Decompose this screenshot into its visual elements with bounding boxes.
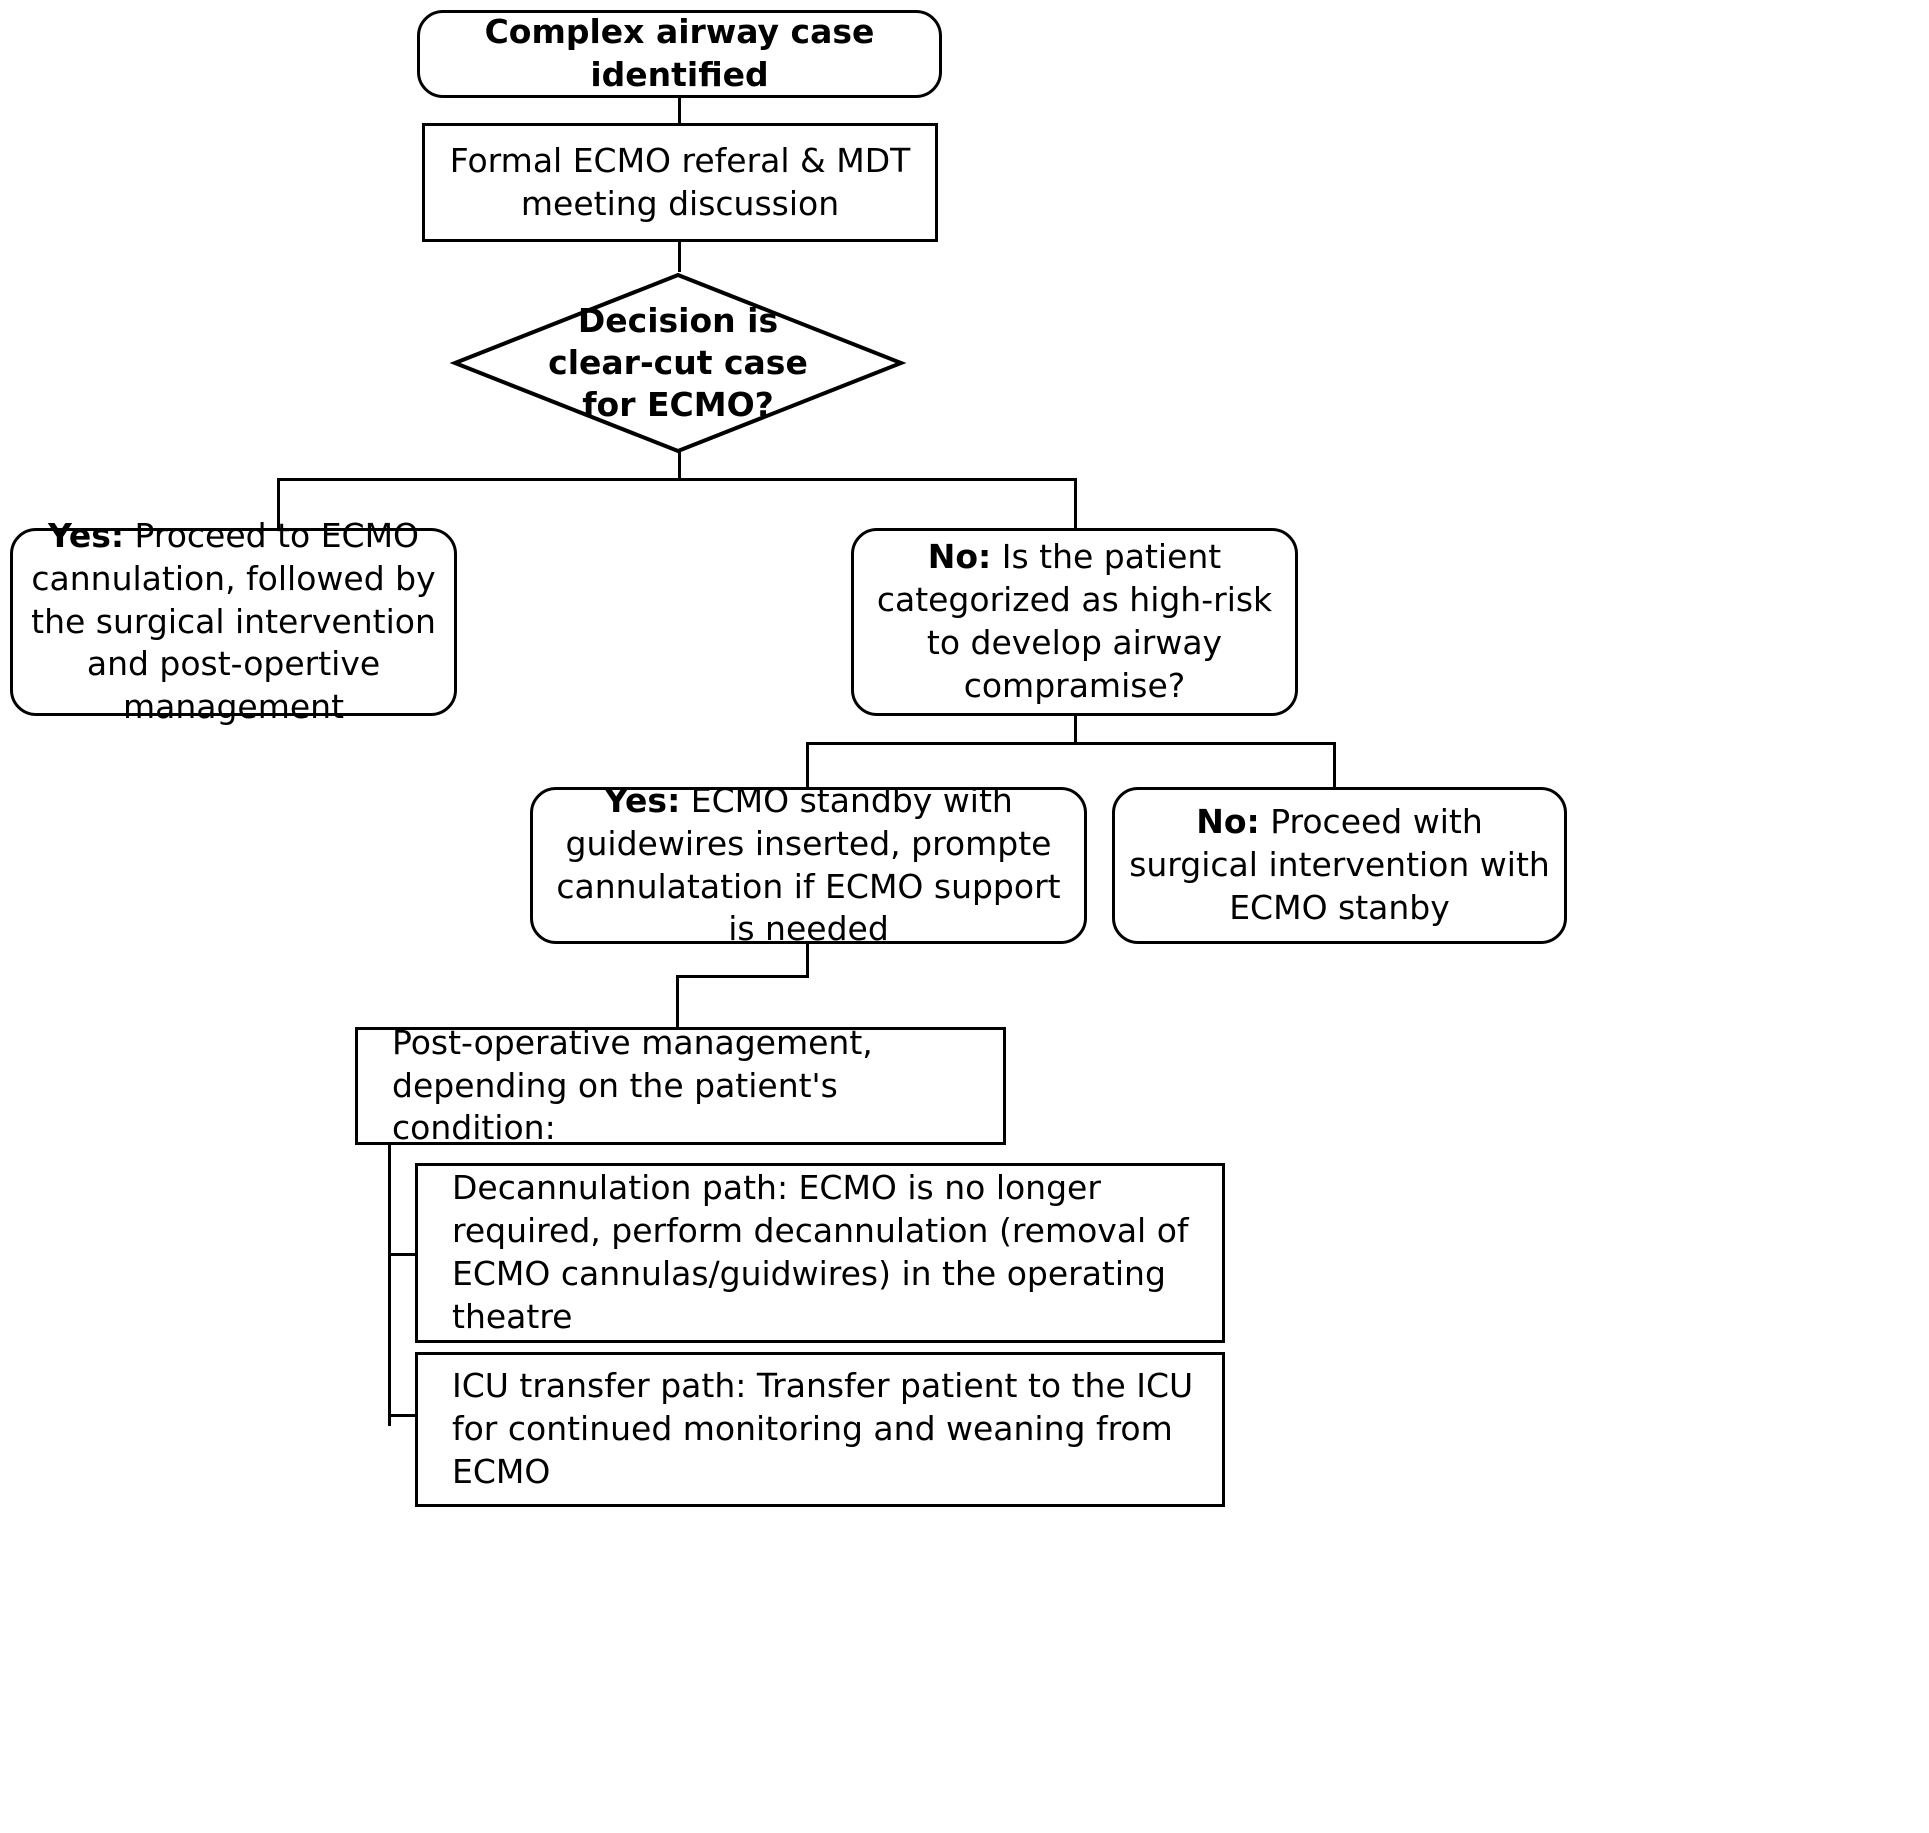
diamond-shape — [449, 272, 907, 454]
node-postop[interactable]: Post-operative management, depending on … — [355, 1023, 1006, 1147]
node-no-highrisk-label: Is the patient categorized as high-risk … — [876, 537, 1273, 705]
node-icu[interactable]: ICU transfer path: Transfer patient to t… — [415, 1352, 1225, 1507]
connector-referral-to-decision — [678, 240, 681, 272]
node-decannulation-label: Decannulation path: ECMO is no longer re… — [452, 1168, 1189, 1336]
connector-standby-stem — [806, 944, 809, 978]
connector-highrisk-stem — [1074, 716, 1077, 744]
node-no-surgical-label: Proceed with surgical intervention with … — [1129, 802, 1550, 927]
node-referral-label: Formal ECMO referal & MDT meeting discus… — [449, 140, 911, 223]
connector-rail-to-decannulation — [388, 1253, 418, 1256]
connector-decision-split-bar — [277, 478, 1077, 481]
connector-decision-to-yes — [277, 478, 280, 530]
connector-decision-to-no — [1074, 478, 1077, 530]
connector-rail-lower — [388, 1253, 391, 1416]
node-yes-ecmo-prefix: Yes: — [47, 515, 125, 555]
connector-decision-stem — [678, 452, 681, 480]
node-start-label: Complex airway case identified — [484, 12, 875, 94]
node-yes-standby[interactable]: Yes: ECMO standby with guidewires insert… — [530, 781, 1087, 948]
connector-highrisk-to-no — [1333, 742, 1336, 788]
node-start[interactable]: Complex airway case identified — [417, 10, 942, 98]
connector-highrisk-to-yes — [806, 742, 809, 788]
node-no-highrisk-prefix: No: — [927, 537, 992, 577]
node-no-surgical-prefix: No: — [1196, 802, 1260, 842]
node-decision[interactable]: Decision is clear-cut case for ECMO? — [449, 272, 907, 454]
node-decannulation[interactable]: Decannulation path: ECMO is no longer re… — [415, 1163, 1225, 1343]
connector-standby-elbow — [676, 975, 809, 978]
node-yes-ecmo-label: Proceed to ECMO cannulation, followed by… — [31, 515, 436, 727]
node-postop-label: Post-operative management, depending on … — [392, 1022, 873, 1148]
node-yes-ecmo[interactable]: Yes: Proceed to ECMO cannulation, follow… — [10, 516, 457, 726]
node-icu-label: ICU transfer path: Transfer patient to t… — [452, 1366, 1194, 1491]
connector-rail-to-icu — [388, 1414, 418, 1417]
node-referral[interactable]: Formal ECMO referal & MDT meeting discus… — [422, 123, 938, 242]
node-no-surgical[interactable]: No: Proceed with surgical intervention w… — [1112, 787, 1567, 944]
node-yes-standby-label: ECMO standby with guidewires inserted, p… — [556, 780, 1061, 949]
connector-start-to-referral — [678, 96, 681, 126]
node-yes-standby-prefix: Yes: — [604, 780, 681, 820]
connector-highrisk-split-bar — [806, 742, 1336, 745]
connector-standby-to-postop — [676, 975, 679, 1029]
node-no-highrisk[interactable]: No: Is the patient categorized as high-r… — [851, 528, 1298, 716]
